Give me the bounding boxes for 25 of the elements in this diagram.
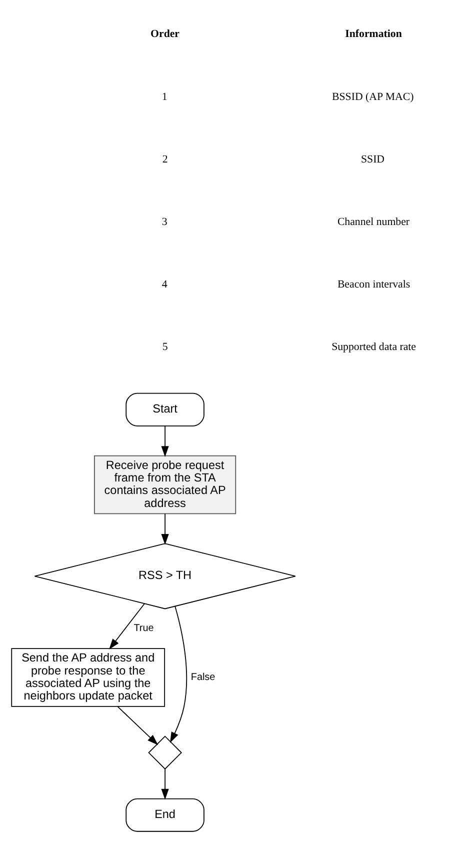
node-box: Start <box>126 392 204 426</box>
label: Supported data rate <box>332 340 416 353</box>
node-diamond: RSS > TH <box>34 543 296 610</box>
node-box: Receive probe request frame from the STA contains associated AP address <box>94 455 236 514</box>
arrow <box>161 513 169 545</box>
label: Channel number <box>337 216 410 228</box>
label: Order <box>150 28 180 40</box>
label: 3 <box>162 216 168 228</box>
label: Information <box>345 28 402 40</box>
arrow <box>117 706 158 746</box>
node-box: Send the AP address and probe response to the associated AP using the neighbors update packet <box>11 648 166 707</box>
arrow <box>161 426 169 457</box>
label: BSSID (AP MAC) <box>332 91 414 104</box>
label: Beacon intervals <box>337 278 410 291</box>
edge-label: False <box>190 672 216 684</box>
label: SSID <box>360 154 385 166</box>
node-box: End <box>126 798 204 832</box>
arrow <box>161 768 169 800</box>
label: 5 <box>162 340 168 353</box>
label: 2 <box>162 154 168 166</box>
label: 1 <box>162 91 168 104</box>
edge-label: True <box>134 623 154 634</box>
arrow <box>170 606 188 743</box>
arrow <box>109 603 145 650</box>
label: 4 <box>162 278 168 291</box>
